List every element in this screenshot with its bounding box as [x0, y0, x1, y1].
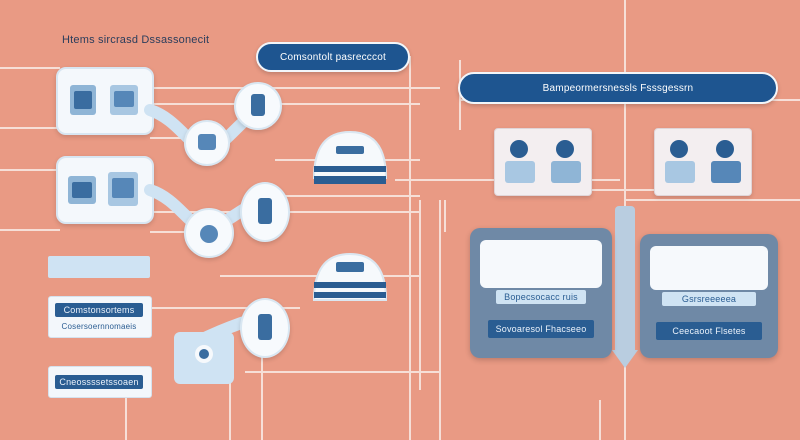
- left-tag-group: Comstonsortems Cosersoernnomaeis: [48, 296, 152, 338]
- center-connector-bar: [615, 206, 635, 356]
- header-text: Htems sircrasd Dssassonecit: [62, 34, 210, 46]
- sensor-icon: [258, 198, 272, 224]
- panel-right-display: [650, 246, 768, 290]
- sensor-block[interactable]: [174, 332, 234, 384]
- sensor-bubble-3[interactable]: [184, 208, 234, 258]
- panel-left-top-label: Bopecsocacc ruis: [496, 290, 586, 304]
- operator-card-1[interactable]: [494, 128, 592, 196]
- dome-icon: [312, 130, 388, 184]
- panel-left-bottom-label: Sovoaresol Fhacseeo: [488, 320, 594, 338]
- operator-icon: [505, 140, 581, 183]
- device-icon: [68, 172, 138, 206]
- sensor-bubble-1[interactable]: [184, 120, 230, 166]
- top-process-pill[interactable]: Comsontolt pasrecccot: [256, 42, 410, 72]
- right-process-pill[interactable]: Bampeormersnessls Fsssgessrn: [458, 72, 778, 104]
- sensor-bubble-2[interactable]: [234, 82, 282, 130]
- arrow-down-icon: [612, 350, 638, 368]
- sensor-icon: [251, 94, 265, 116]
- left-tag-2: Comstonsortems: [55, 303, 143, 317]
- dome-sensor-2[interactable]: [308, 244, 392, 316]
- dome-sensor-1[interactable]: [308, 122, 392, 194]
- panel-left-display: [480, 240, 602, 288]
- device-card-1[interactable]: [56, 67, 154, 135]
- dome-icon: [312, 252, 388, 301]
- sensor-icon: [258, 314, 272, 340]
- panel-right-bottom-label: Ceecaoot Flsetes: [656, 322, 762, 340]
- sensor-icon: [198, 134, 216, 150]
- sensor-icon: [195, 345, 213, 363]
- sensor-bubble-4[interactable]: [240, 182, 290, 242]
- sensor-icon: [200, 225, 218, 243]
- device-card-2[interactable]: [56, 156, 154, 224]
- device-icon: [70, 85, 138, 115]
- panel-right[interactable]: Gsrsreeeeea Ceecaoot Flsetes: [640, 234, 778, 358]
- operator-icon: [665, 140, 741, 183]
- panel-left[interactable]: Bopecsocacc ruis Sovoaresol Fhacseeo: [470, 228, 612, 358]
- left-tag-box: Cneossssetssoaen: [48, 366, 152, 398]
- left-tag-3: Cosersoernnomaeis: [61, 321, 137, 331]
- left-tag-4: Cneossssetssoaen: [55, 375, 143, 389]
- operator-card-2[interactable]: [654, 128, 752, 196]
- sensor-bubble-5[interactable]: [240, 298, 290, 358]
- panel-right-top-label: Gsrsreeeeea: [662, 292, 756, 306]
- left-tag-1: [48, 256, 150, 278]
